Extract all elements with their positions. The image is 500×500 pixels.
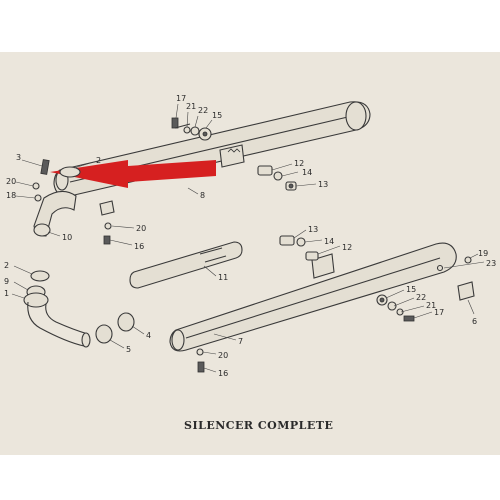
label-2-lower: 2	[4, 261, 9, 270]
lower-bolt	[196, 348, 205, 373]
label-14-middle: 14	[324, 237, 334, 246]
label-21-upper: 21	[186, 102, 196, 111]
label-8: 8	[200, 191, 205, 200]
label-4: 4	[146, 331, 151, 340]
label-2-upper: 2	[96, 156, 101, 165]
diagram-title: SILENCER COMPLETE	[184, 419, 333, 432]
highlight-arrow	[50, 160, 216, 188]
lower-bolt-stack	[376, 294, 415, 322]
label-3: 3	[16, 153, 21, 162]
middle-right-fittings	[279, 235, 319, 261]
label-17-lower: 17	[434, 308, 444, 317]
label-9: 9	[4, 277, 9, 286]
baffle-tube	[129, 241, 243, 289]
label-20-lower: 20	[218, 351, 228, 360]
label-22-lower: 22	[416, 293, 426, 302]
label-14-upper: 14	[302, 168, 312, 177]
label-17-upper: 17	[176, 94, 186, 103]
exhaust-pipe-lower	[23, 270, 135, 348]
label-1: 1	[4, 289, 9, 298]
label-22-upper: 22	[198, 106, 208, 115]
label-18: 18	[6, 191, 16, 200]
label-21-lower: 21	[426, 301, 436, 310]
upper-left-fittings	[32, 159, 81, 237]
label-5: 5	[126, 345, 131, 354]
label-10: 10	[62, 233, 72, 242]
label-20-middle: 20	[136, 224, 146, 233]
label-13-upper: 13	[318, 180, 328, 189]
clip-and-bracket	[436, 256, 475, 301]
label-13-middle: 13	[308, 225, 318, 234]
upper-right-fittings	[257, 165, 297, 191]
label-6: 6	[472, 317, 477, 326]
label-23: 23	[486, 259, 496, 268]
label-16-middle: 16	[134, 242, 144, 251]
label-11: 11	[218, 273, 228, 282]
upper-bolt-stack	[171, 117, 212, 141]
label-15-upper: 15	[212, 111, 222, 120]
part-number-labels: 17 21 22 15 3 2 20 18 10 8 12 14 13 20 1…	[4, 94, 496, 378]
middle-bolt	[103, 222, 112, 245]
label-16-lower: 16	[218, 369, 228, 378]
label-15-lower: 15	[406, 285, 416, 294]
label-20-upper-left: 20	[6, 177, 16, 186]
label-12-upper: 12	[294, 159, 304, 168]
leader-lines	[11, 103, 485, 373]
label-19: 19	[478, 249, 488, 258]
label-7: 7	[238, 337, 243, 346]
label-12-middle: 12	[342, 243, 352, 252]
